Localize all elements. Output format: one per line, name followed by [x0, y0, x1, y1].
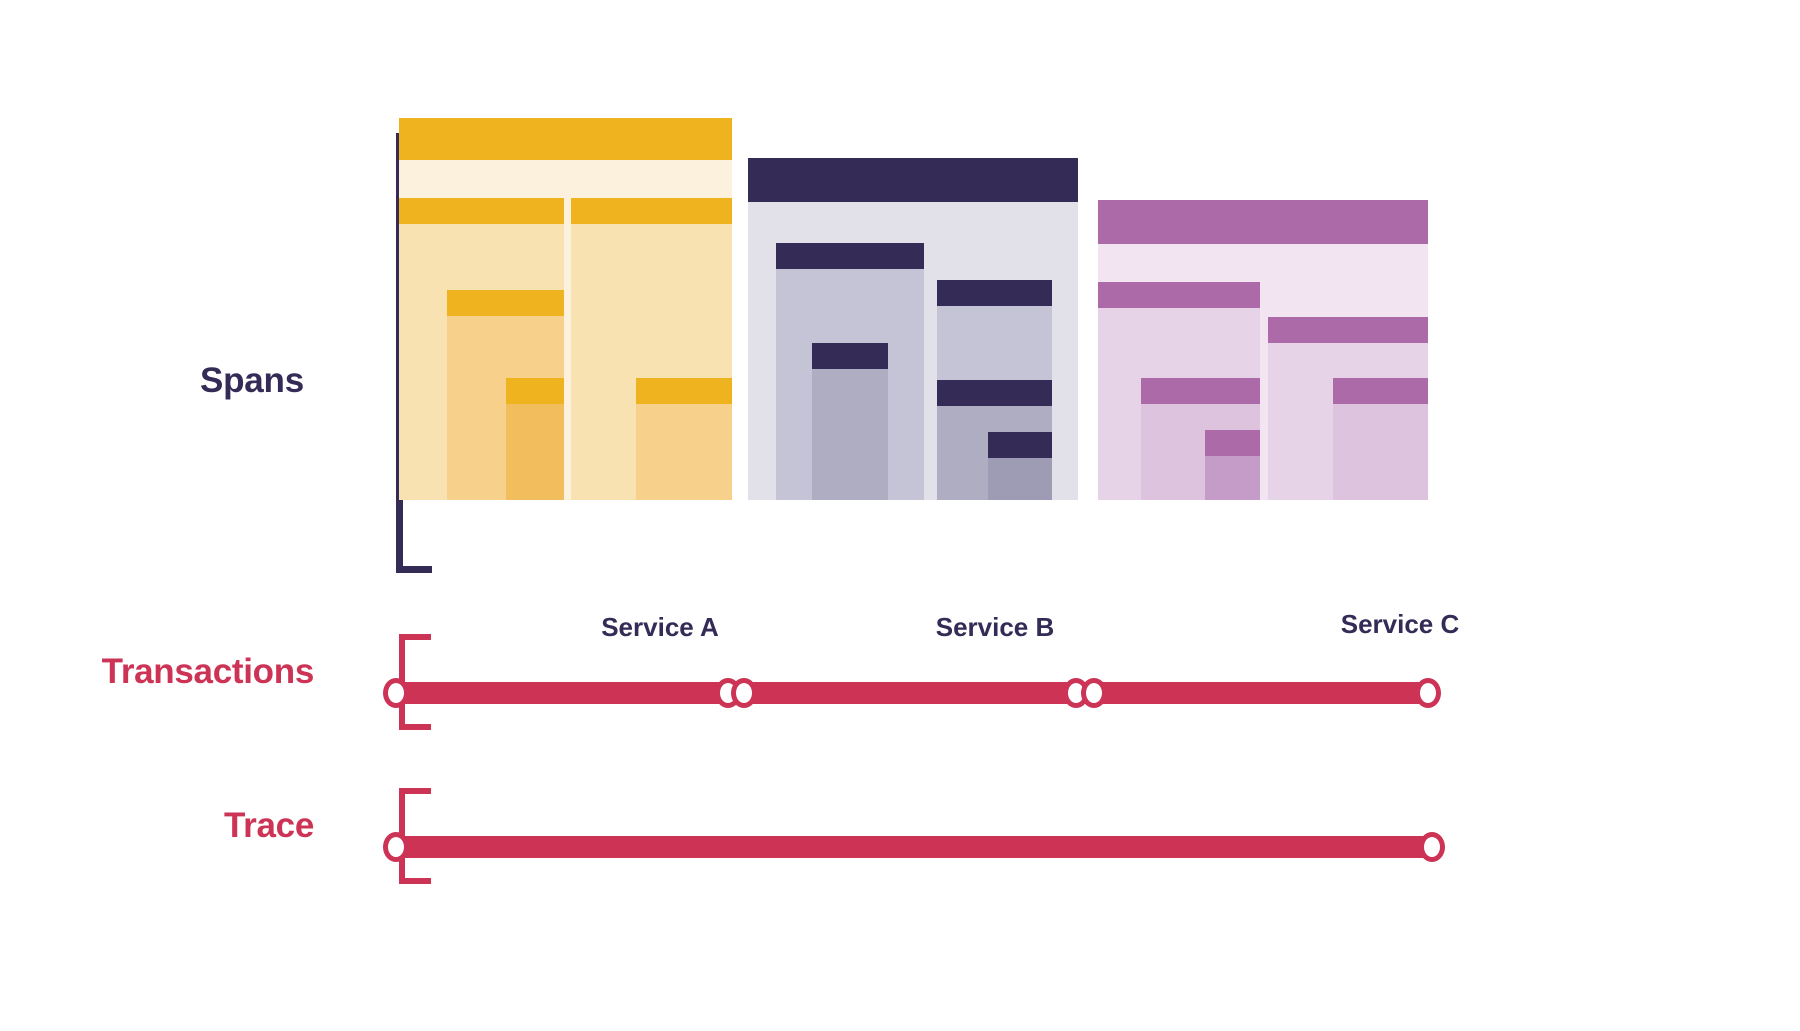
span-bar	[812, 343, 888, 500]
span-bar	[1205, 430, 1260, 500]
transaction-start-node[interactable]	[731, 678, 757, 708]
span-bar-header	[937, 380, 1052, 406]
service-caption-c: Service C	[1340, 609, 1460, 639]
transaction-start-node[interactable]	[383, 678, 409, 708]
transaction-end-node[interactable]	[1415, 678, 1441, 708]
trace-end-node[interactable]	[1419, 832, 1445, 862]
span-bar-header	[1098, 200, 1428, 244]
trace-start-node[interactable]	[383, 832, 409, 862]
span-bar	[636, 378, 732, 500]
span-bar	[1333, 378, 1428, 500]
span-bar-header	[1141, 378, 1260, 404]
span-bar-header	[571, 198, 732, 224]
span-bar	[988, 432, 1052, 500]
transaction-bar[interactable]	[1094, 682, 1428, 704]
spans-visualization	[399, 118, 1428, 500]
transaction-bar[interactable]	[744, 682, 1076, 704]
transaction-bar[interactable]	[396, 682, 728, 704]
span-bar-header	[937, 280, 1052, 306]
span-bar-header	[1333, 378, 1428, 404]
service-caption-b: Service B	[935, 612, 1055, 642]
transaction-start-node[interactable]	[1081, 678, 1107, 708]
span-bar-header	[812, 343, 888, 369]
span-bar-header	[1098, 282, 1260, 308]
span-bar-header	[1205, 430, 1260, 456]
span-bar-header	[506, 378, 564, 404]
service-caption-a: Service A	[601, 612, 719, 642]
transactions-row-label: Transactions	[101, 652, 315, 691]
span-bar-header	[636, 378, 732, 404]
trace-bar[interactable]	[396, 836, 1432, 858]
span-bar-header	[988, 432, 1052, 458]
trace-row-label: Trace	[224, 806, 314, 845]
span-bar	[506, 378, 564, 500]
span-bar-header	[447, 290, 564, 316]
span-bar-header	[1268, 317, 1428, 343]
span-bar-header	[748, 158, 1078, 202]
spans-row-label: Spans	[199, 361, 304, 400]
span-bar-header	[776, 243, 924, 269]
span-bar-header	[399, 198, 564, 224]
span-bar-header	[399, 118, 732, 160]
